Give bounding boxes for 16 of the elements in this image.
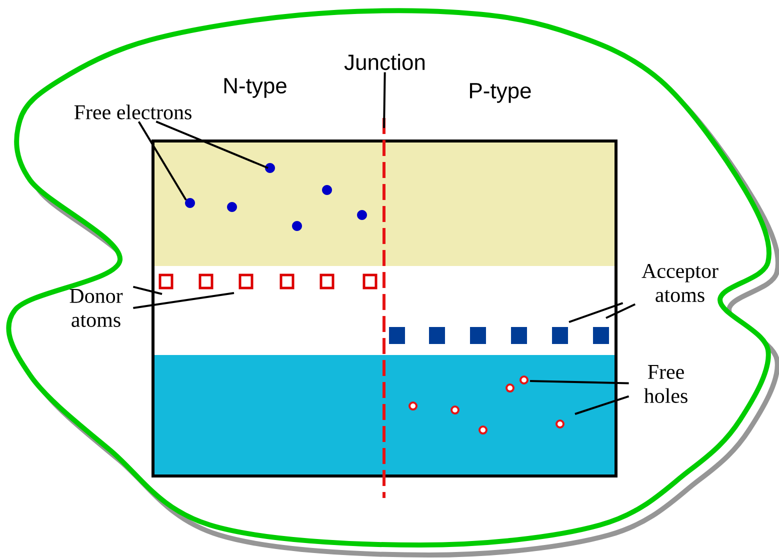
leader-line (156, 120, 268, 169)
leader-line (383, 72, 386, 128)
leader-line (132, 286, 162, 295)
label-text: Acceptor atoms (642, 264, 718, 302)
label-text: Free holes (644, 365, 688, 403)
label-text: Donor atoms (70, 289, 123, 327)
leader-line (606, 303, 636, 319)
leader-line (530, 380, 629, 384)
leader-line (133, 292, 234, 309)
region-label: P-type (470, 83, 531, 103)
leader-line (574, 395, 630, 415)
label-text: Free electrons (74, 104, 192, 120)
label-text: Junction (344, 54, 425, 70)
leader-line (138, 121, 187, 201)
region-label: N-type (224, 78, 286, 98)
leader-line (568, 302, 624, 323)
